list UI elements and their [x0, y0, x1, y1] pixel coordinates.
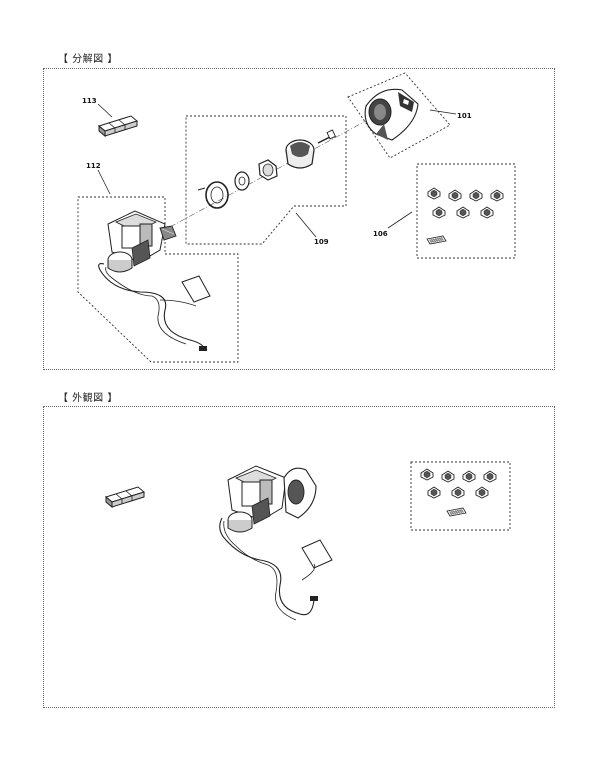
exploded-view-frame	[43, 68, 555, 370]
part-112-motor-unit	[98, 210, 211, 351]
part-106-clip-set	[426, 187, 504, 245]
part-101-knob-housing	[364, 88, 419, 141]
external-motor-assembly	[219, 465, 333, 621]
part-109-coupling-set	[197, 129, 337, 209]
external-view-title: 【 外観図 】	[58, 393, 118, 404]
label-113: 113	[82, 97, 97, 105]
external-clip-set	[420, 468, 497, 517]
label-109: 109	[314, 238, 329, 246]
label-112: 112	[86, 162, 101, 170]
label-101: 101	[457, 112, 472, 120]
external-magnet-strip	[104, 486, 146, 509]
exploded-view-title: 【 分解図 】	[58, 54, 118, 65]
part-113-magnet-strip	[97, 115, 139, 138]
label-106: 106	[373, 230, 388, 238]
external-view-frame	[43, 406, 555, 708]
